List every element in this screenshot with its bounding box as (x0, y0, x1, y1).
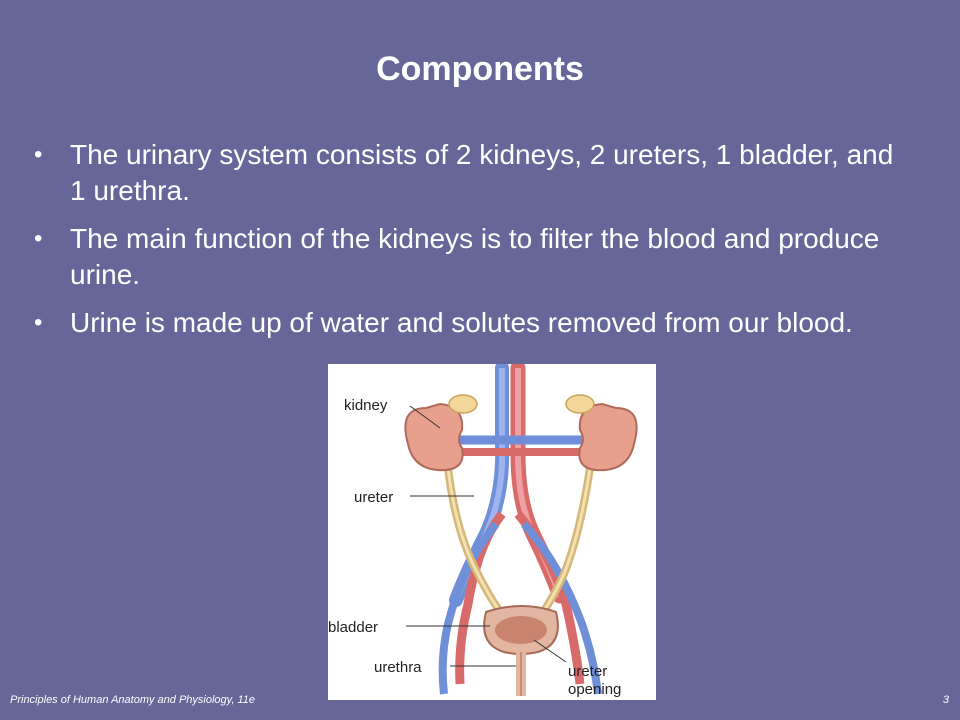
label-ureter-opening-line2: opening (568, 681, 621, 698)
bullet-icon: • (34, 225, 43, 252)
label-ureter-opening-line1: ureter (568, 663, 607, 680)
bullet-icon: • (34, 309, 43, 336)
bullet-item: • The main function of the kidneys is to… (34, 221, 914, 293)
bullet-item: • Urine is made up of water and solutes … (34, 305, 914, 341)
footer-page-number: 3 (942, 694, 949, 706)
bullet-text: The main function of the kidneys is to f… (70, 223, 880, 290)
footer-book-title: Principles of Human Anatomy and Physiolo… (10, 694, 255, 706)
label-kidney: kidney (344, 397, 388, 414)
urinary-system-illustration: kidney ureter bladder urethra ureter ope… (328, 364, 638, 698)
slide-title: Components (376, 50, 584, 88)
label-bladder: bladder (328, 619, 378, 636)
bullet-text: The urinary system consists of 2 kidneys… (70, 139, 894, 206)
bullet-item: • The urinary system consists of 2 kidne… (34, 137, 914, 209)
urinary-system-diagram: kidney ureter bladder urethra ureter ope… (328, 364, 656, 700)
label-ureter: ureter (354, 489, 393, 506)
label-urethra: urethra (374, 659, 422, 676)
bullet-list: • The urinary system consists of 2 kidne… (34, 137, 914, 353)
bullet-text: Urine is made up of water and solutes re… (70, 307, 853, 338)
bullet-icon: • (34, 141, 43, 168)
